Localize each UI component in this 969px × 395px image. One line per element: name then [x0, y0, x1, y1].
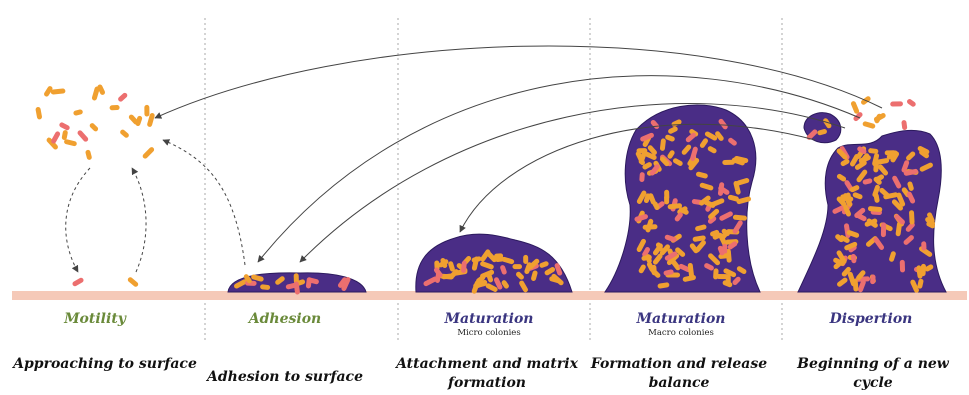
bacterium — [639, 172, 645, 182]
bacterium — [885, 150, 896, 155]
stage-subtitle-macro-colonies: Macro colonies — [586, 328, 776, 338]
bacterium — [64, 139, 78, 147]
return-arrow-1 — [155, 46, 882, 118]
stage-subtitle-micro-colonies: Micro colonies — [394, 328, 584, 338]
stage-title-adhesion: Adhesion — [190, 311, 380, 327]
return-arrow-3 — [300, 103, 845, 262]
caption-new-cycle: Beginning of a new cycle — [778, 355, 968, 393]
bacterium — [494, 253, 503, 259]
stage-title-motility: Motility — [0, 311, 190, 327]
bacterium — [73, 109, 83, 116]
stage-title-maturation-micro: Maturation — [394, 311, 584, 327]
stage-title-dispertion: Dispertion — [776, 311, 966, 327]
bacterium — [881, 222, 886, 237]
caption-formation: Formation and release balance — [584, 355, 774, 393]
stage-title-maturation-macro: Maturation — [586, 311, 776, 327]
bacterium — [890, 101, 903, 106]
bacterium — [921, 241, 927, 250]
leave-arrow — [132, 168, 146, 272]
caption-approaching: Approaching to surface — [10, 355, 200, 374]
bacterium — [77, 129, 90, 142]
bacterium — [119, 129, 130, 139]
bacterium — [127, 276, 139, 288]
bacterium — [144, 105, 149, 117]
detach-arrow — [163, 140, 245, 265]
bacterium — [142, 146, 155, 160]
bacterium — [512, 264, 522, 269]
bacterium — [850, 100, 860, 114]
bacterium — [85, 149, 92, 160]
bacterium — [50, 131, 61, 145]
bacterium — [651, 265, 657, 276]
bacterium — [58, 122, 70, 132]
bacterium — [89, 122, 99, 132]
bacterium — [664, 190, 669, 200]
caption-adhesion: Adhesion to surface — [190, 368, 380, 387]
bacterium — [716, 274, 729, 279]
bacterium — [72, 277, 85, 287]
bacterium — [901, 120, 907, 130]
caption-attachment: Attachment and matrix formation — [392, 355, 582, 393]
bacterium — [862, 121, 876, 129]
bacterium — [117, 92, 128, 103]
bacterium — [900, 260, 905, 273]
bacterium — [909, 210, 915, 224]
return-arrow-2 — [258, 76, 860, 262]
bacterium — [109, 105, 119, 110]
bacterium — [35, 107, 42, 120]
approach-arrow — [66, 168, 90, 272]
bacterium — [51, 88, 66, 94]
bacterium — [61, 130, 68, 141]
bacterium — [523, 255, 528, 264]
bacterium — [906, 98, 917, 108]
